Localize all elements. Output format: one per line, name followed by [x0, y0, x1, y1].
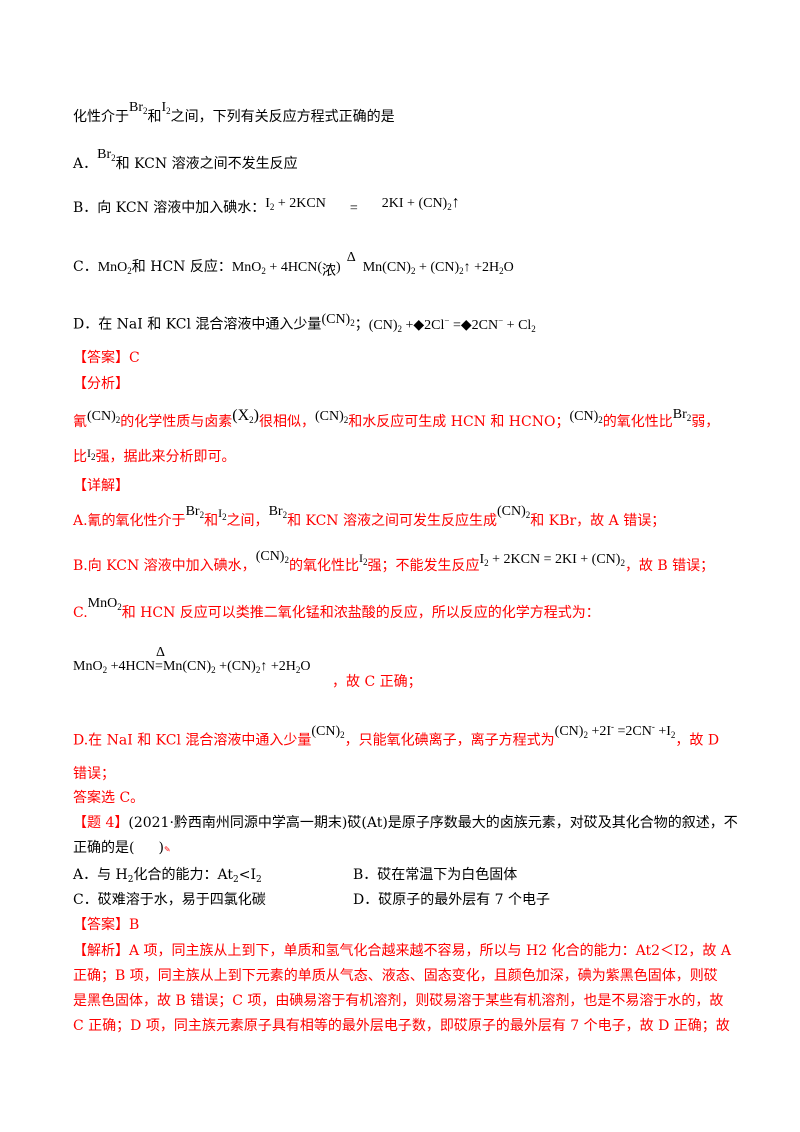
option-text: 和 HCN 反应： — [131, 259, 232, 275]
q3-option-b: B．向 KCN 溶液中加入碘水：I2 + 2KCN=2KI + (CN)2↑ — [73, 194, 460, 218]
equation: I2 + 2KCN = 2KI + (CN)2 — [479, 552, 625, 568]
detail-final: 答案选 C。 — [73, 790, 145, 806]
formula-cn2: (CN)2 — [311, 723, 345, 740]
option-label: C． — [73, 259, 98, 275]
formula-br2: Br2 — [129, 100, 148, 116]
option-label: B．向 KCN 溶液中加入碘水： — [73, 200, 266, 216]
formula-cn2: (CN)2 — [569, 409, 603, 425]
q4-option-c: C．砹难溶于水，易于四氯化碳 — [73, 892, 266, 908]
equation: I2 + 2KCN=2KI + (CN)2↑ — [265, 194, 460, 216]
formula-cn2: (CN)2 — [255, 549, 289, 565]
q4-explanation-1: 【解析】A 项，同主族从上到下，单质和氢气化合越来越不容易，所以与 H2 化合的… — [73, 943, 731, 959]
formula-cn2: (CN)2 — [315, 409, 349, 425]
formula-br2: Br2 — [268, 504, 288, 520]
equation: (CN)2 +2I- =2CN- +I2 — [554, 721, 676, 740]
mark-icon: ✎ — [163, 845, 171, 854]
formula-i2: I2 — [358, 551, 368, 567]
formula-mno2: MnO2 — [87, 596, 122, 612]
option-label: D．在 NaI 和 KCl 混合溶液中通入少量 — [73, 316, 322, 333]
q4-stem: 【题 4】(2021·黔西南州同源中学高一期末)砹(At)是原子序数最大的卤族元… — [73, 814, 738, 832]
detail-c: C.MnO2和 HCN 反应可以类推二氧化锰和浓盐酸的反应，所以反应的化学方程式… — [73, 596, 600, 621]
q4-option-a: A．与 H2化合的能力：At2<I2 — [73, 867, 262, 885]
formula-i2: I2 — [87, 446, 96, 462]
q3-option-a: A．Br2和 KCN 溶液之间不发生反应 — [73, 147, 298, 174]
analysis-line-2: 比I2强，据此来分析即可。 — [73, 446, 236, 465]
detail-d: D.在 NaI 和 KCl 混合溶液中通入少量(CN)2，只能氧化碘离子，离子方… — [73, 721, 720, 749]
q4-stem-2: 正确的是()✎ — [73, 840, 171, 856]
colon: ； — [354, 316, 369, 333]
q4-option-b: B．砹在常温下为白色固体 — [353, 867, 518, 883]
analysis-line-1: 氰(CN)2的化学性质与卤素(X2)很相似，(CN)2和水反应可生成 HCN 和… — [73, 407, 720, 430]
detail-a: A.氰的氧化性介于Br2和I2之间，Br2和 KCN 溶液之间可发生反应生成(C… — [73, 504, 666, 529]
q4-option-d: D．砹原子的最外层有 7 个电子 — [353, 892, 551, 908]
formula-mno2: MnO2 — [97, 260, 132, 276]
q4-explanation-3: 是黑色固体，故 B 错误；C 项，由碘易溶于有机溶剂，则砹易溶于某些有机溶剂，也… — [73, 993, 724, 1009]
option-text: 和 KCN 溶液之间不发生反应 — [115, 156, 298, 172]
formula-cn2: (CN)2 — [87, 409, 121, 425]
detail-b: B.向 KCN 溶液中加入碘水，(CN)2的氧化性比I2强；不能发生反应I2 +… — [73, 549, 715, 574]
formula-i2: I2 — [161, 100, 171, 116]
formula-x2: (X2) — [232, 407, 259, 425]
formula-i2: I2 — [218, 506, 227, 522]
question-text: (2021·黔西南州同源中学高一期末)砹(At)是原子序数最大的卤族元素，对砹及… — [128, 815, 738, 831]
stem-and: 和 — [147, 109, 162, 125]
formula-br2: Br2 — [97, 147, 116, 163]
stem-text: 化性介于 — [73, 109, 129, 125]
question-label: 【题 4】 — [73, 815, 129, 831]
formula-br2: Br2 — [185, 504, 205, 520]
formula-cn2: (CN)2 — [321, 311, 355, 328]
formula-cn2: (CN)2 — [497, 504, 531, 520]
equation: (CN)2 +◆2Cl− =◆2CN− + Cl2 — [368, 315, 536, 334]
detail-label: 【详解】 — [73, 478, 129, 494]
q4-explanation-4: C 正确；D 项，同主族元素原子具有相等的最外层电子数，即砹原子的最外层有 7 … — [73, 1018, 730, 1034]
q3-stem: 化性介于Br2和I2之间，下列有关反应方程式正确的是 — [73, 100, 395, 127]
stem-text-post: 之间，下列有关反应方程式正确的是 — [170, 109, 395, 125]
detail-c-conclusion: ，故 C 正确； — [332, 674, 422, 690]
detail-d-cont: 错误； — [73, 766, 115, 782]
q4-answer: 【答案】B — [73, 917, 140, 933]
analysis-label: 【分析】 — [73, 376, 129, 392]
formula-br2: Br2 — [672, 407, 692, 423]
option-label: A． — [73, 156, 98, 172]
q3-option-d: D．在 NaI 和 KCl 混合溶液中通入少量(CN)2；(CN)2 +◆2Cl… — [73, 311, 536, 335]
answer-label: 【答案】C — [73, 350, 140, 366]
q4-explanation-2: 正确；B 项，同主族从上到下元素的单质从气态、液态、固态变化，且颜色加深，碘为紫… — [73, 968, 718, 984]
